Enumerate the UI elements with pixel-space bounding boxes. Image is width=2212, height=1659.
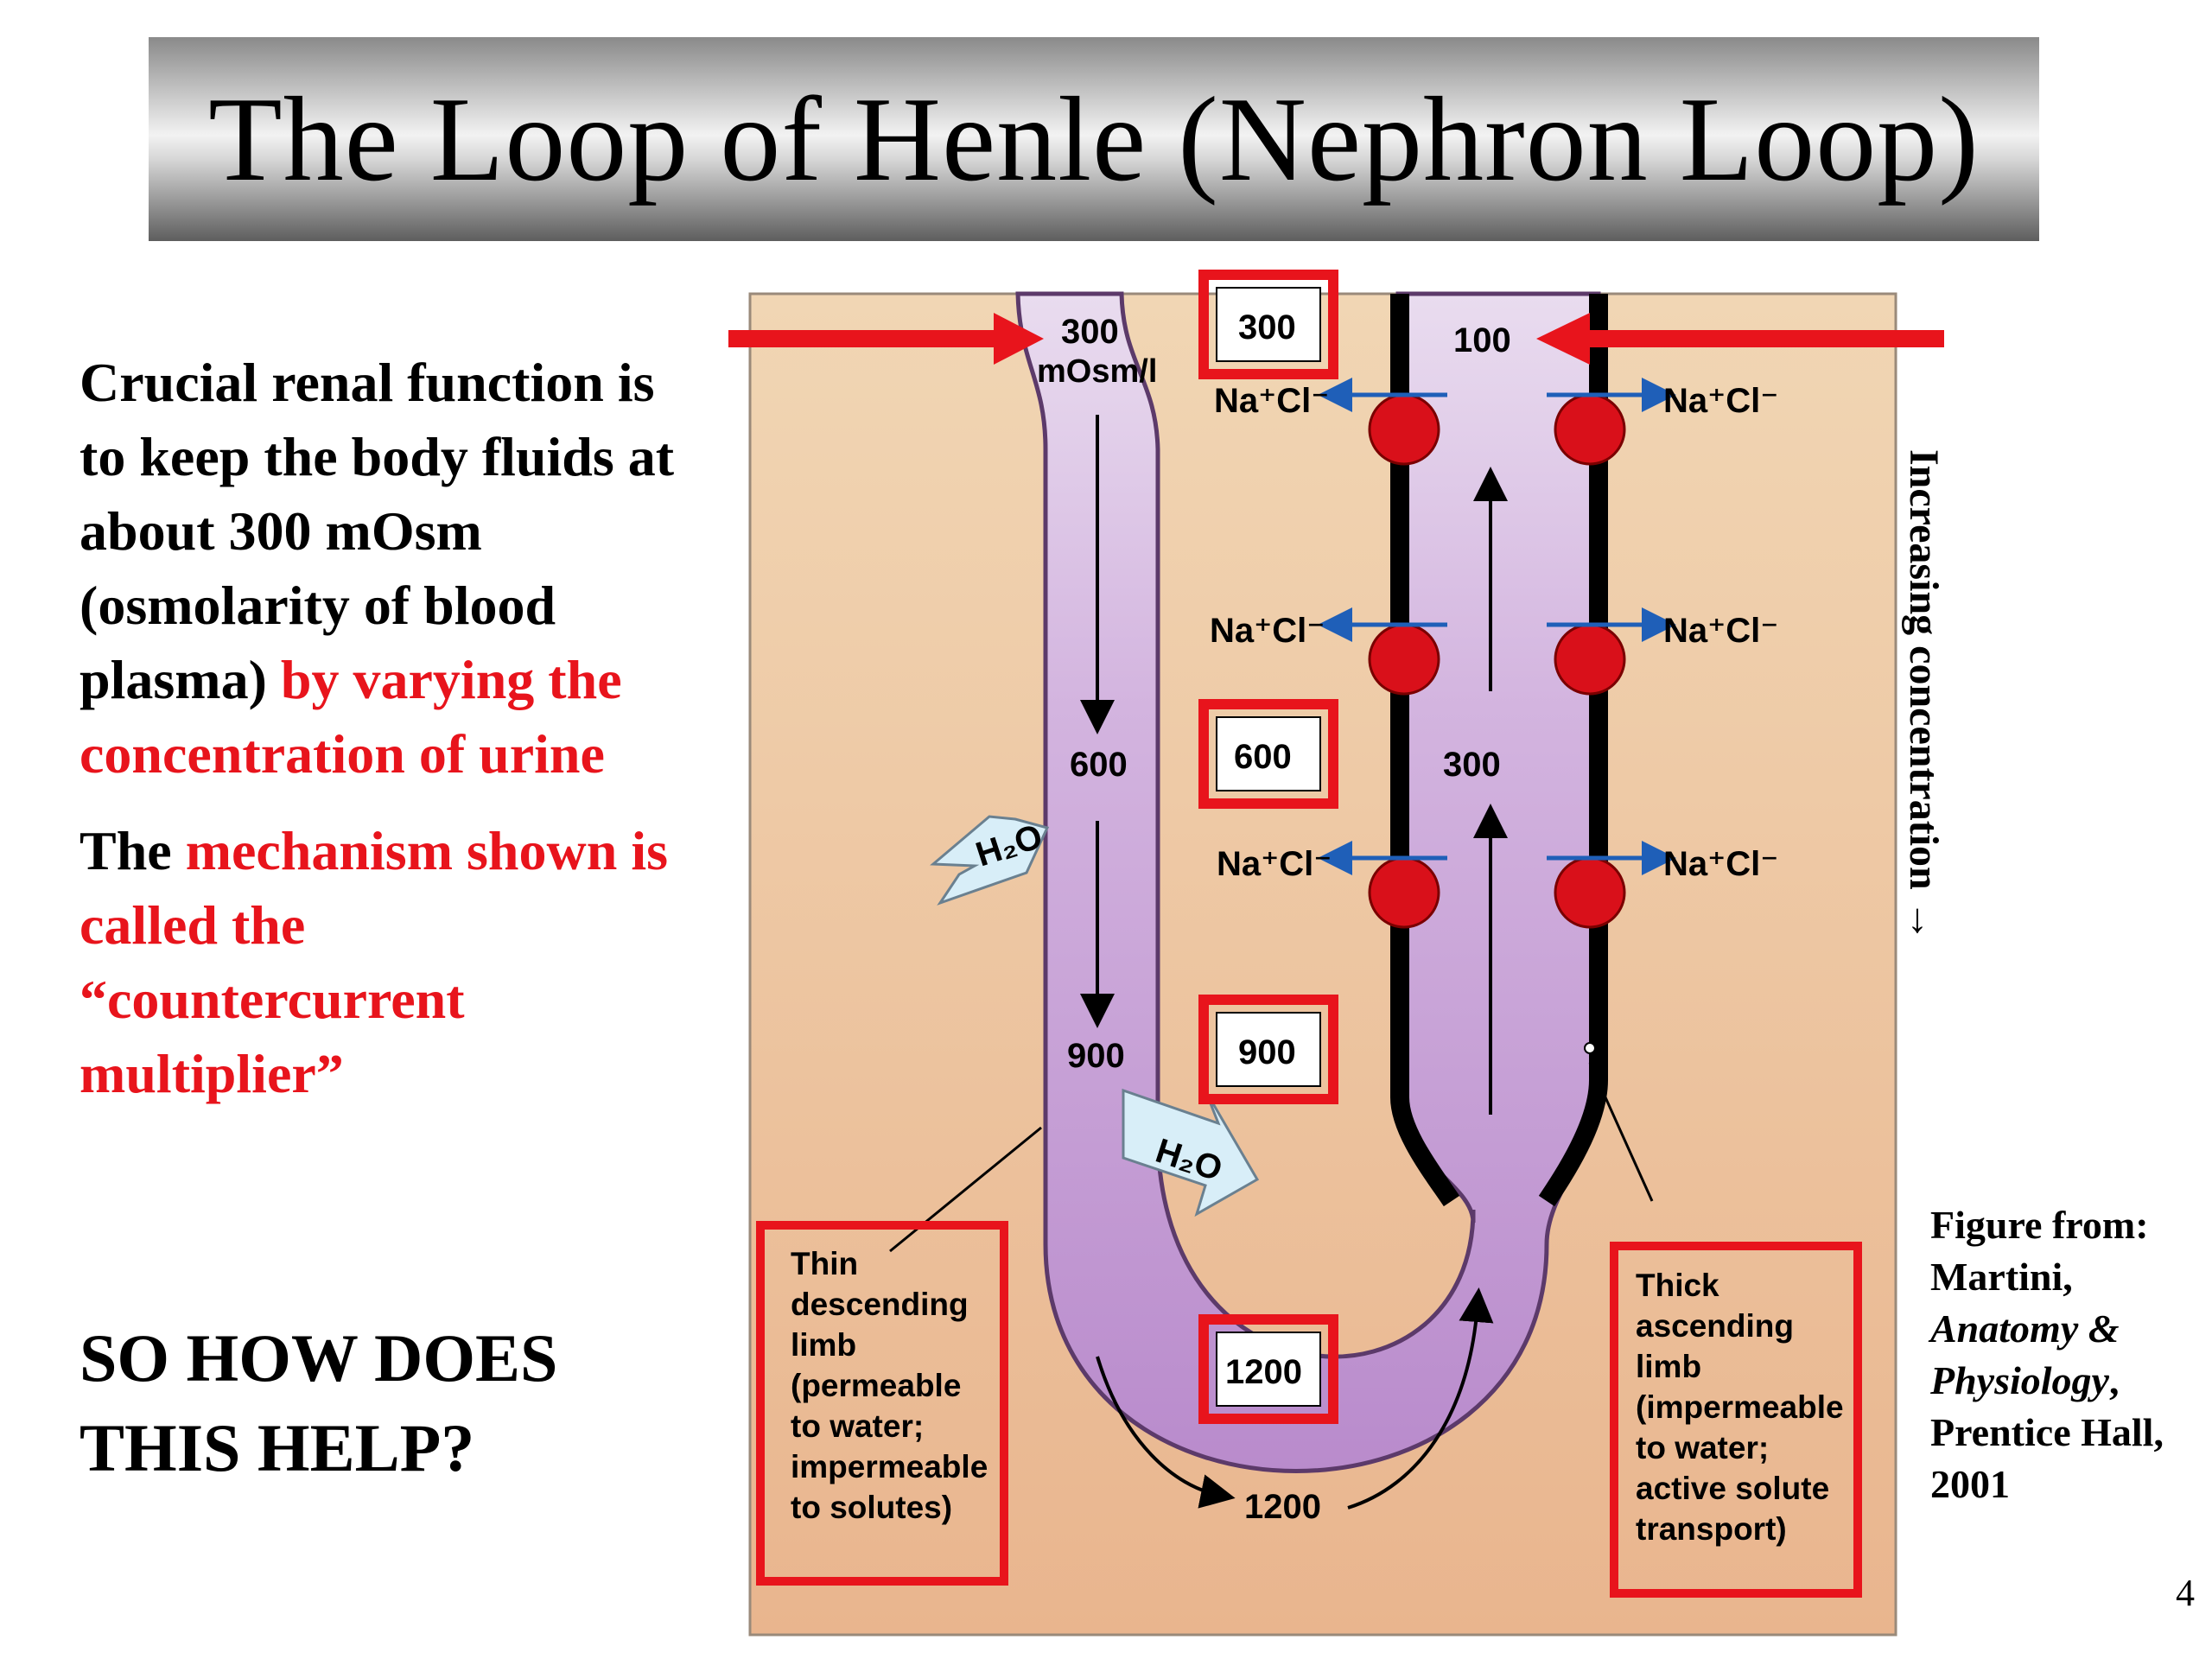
thin-limb-line-1: Thin bbox=[791, 1246, 858, 1281]
credit-line-1: Figure from: bbox=[1930, 1203, 2149, 1247]
increasing-concentration-label: Increasing concentration → bbox=[1894, 449, 1955, 1054]
ion-pump-row-3 bbox=[1318, 841, 1676, 929]
paragraph-mechanism: The mechanism shown is called the “count… bbox=[79, 814, 702, 1111]
credit-line-2: Martini, bbox=[1930, 1255, 2073, 1299]
figure-credit: Figure from: Martini, Anatomy & Physiolo… bbox=[1930, 1199, 2207, 1510]
credit-book-title: Anatomy & Physiology bbox=[1930, 1306, 2120, 1402]
pump-left-3 bbox=[1368, 856, 1440, 929]
bottom-flow-arrow-right bbox=[1347, 1287, 1494, 1510]
pump-right-1 bbox=[1554, 393, 1626, 466]
ion-pump-row-2 bbox=[1318, 607, 1676, 696]
thick-limb-box bbox=[1610, 1242, 1862, 1598]
thick-limb-line-4: (impermeable bbox=[1636, 1389, 1844, 1425]
inlet-unit-label: mOsm/l bbox=[1037, 353, 1157, 390]
ion-label-right-3: Na⁺Cl⁻ bbox=[1663, 845, 1778, 883]
ion-label-left-1: Na⁺Cl⁻ bbox=[1214, 382, 1329, 420]
bottom-value-1200: 1200 bbox=[1244, 1488, 1321, 1526]
inlet-value-label: 300 bbox=[1061, 313, 1119, 351]
page-number: 4 bbox=[2176, 1572, 2195, 1614]
thin-limb-label: Thin descending limb (permeable to water… bbox=[791, 1246, 988, 1525]
bottom-flow-arrow-left bbox=[1096, 1356, 1236, 1509]
pump-left-1 bbox=[1368, 393, 1440, 466]
interstitial-box-1200: 1200 bbox=[1198, 1314, 1338, 1424]
thin-limb-line-3: limb bbox=[791, 1327, 856, 1363]
thick-limb-outer-wall bbox=[1538, 294, 1608, 1207]
ion-pump-row-1 bbox=[1318, 378, 1676, 466]
renal-function-text: Crucial renal function is to keep the bo… bbox=[79, 352, 675, 710]
outlet-value-label: 100 bbox=[1453, 321, 1511, 359]
thick-limb-line-7: transport) bbox=[1636, 1511, 1787, 1547]
mechanism-prefix: The bbox=[79, 820, 172, 881]
interstitial-box-300: 300 bbox=[1198, 270, 1338, 379]
thin-limb-pointer bbox=[889, 1126, 1042, 1253]
thin-limb-line-4: (permeable bbox=[791, 1368, 961, 1403]
ion-label-right-2: Na⁺Cl⁻ bbox=[1663, 612, 1778, 650]
pump-right-3 bbox=[1554, 856, 1626, 929]
thin-limb-line-7: to solutes) bbox=[791, 1490, 952, 1525]
thin-limb-line-6: impermeable bbox=[791, 1449, 988, 1484]
interstitial-value-900: 900 bbox=[1238, 1033, 1296, 1071]
thick-limb-pointer bbox=[1588, 1062, 1654, 1202]
question-text: SO HOW DOES THIS HELP? bbox=[79, 1320, 558, 1485]
credit-year: 2001 bbox=[1930, 1462, 2010, 1506]
thick-limb-line-3: limb bbox=[1636, 1349, 1701, 1384]
credit-line-4: Prentice Hall, bbox=[1930, 1410, 2164, 1454]
interstitial-value-600: 600 bbox=[1234, 738, 1292, 776]
ascending-value-300: 300 bbox=[1443, 746, 1501, 784]
descending-value-600: 600 bbox=[1070, 746, 1128, 784]
thick-limb-label: Thick ascending limb (impermeable to wat… bbox=[1636, 1268, 1844, 1547]
thin-limb-box bbox=[756, 1221, 1008, 1586]
explanation-text: Crucial renal function is to keep the bo… bbox=[79, 346, 702, 1111]
interstitial-box-600: 600 bbox=[1198, 699, 1338, 809]
pump-left-2 bbox=[1368, 623, 1440, 696]
interstitial-box-900: 900 bbox=[1198, 995, 1338, 1104]
thick-limb-line-1: Thick bbox=[1636, 1268, 1719, 1303]
slide-title: The Loop of Henle (Nephron Loop) bbox=[208, 72, 1980, 207]
urine-concentration-text: by varying the concentration of urine bbox=[79, 649, 622, 785]
thick-limb-line-5: to water; bbox=[1636, 1430, 1769, 1465]
inlet-arrow bbox=[728, 313, 1044, 365]
ion-label-left-2: Na⁺Cl⁻ bbox=[1210, 612, 1325, 650]
paragraph-renal-function: Crucial renal function is to keep the bo… bbox=[79, 346, 702, 791]
thin-limb-line-2: descending bbox=[791, 1287, 969, 1322]
thick-limb-inner-wall bbox=[1390, 294, 1460, 1207]
thick-limb-line-6: active solute bbox=[1636, 1471, 1829, 1506]
outlet-arrow bbox=[1536, 313, 1944, 365]
interstitial-value-1200: 1200 bbox=[1225, 1353, 1302, 1391]
thick-limb-line-2: ascending bbox=[1636, 1308, 1794, 1344]
title-bar: The Loop of Henle (Nephron Loop) bbox=[149, 37, 2039, 241]
interstitial-value-300: 300 bbox=[1238, 308, 1296, 346]
ion-label-left-3: Na⁺Cl⁻ bbox=[1217, 845, 1332, 883]
thin-limb-line-5: to water; bbox=[791, 1408, 924, 1444]
countercurrent-multiplier-text: mechanism shown is called the “countercu… bbox=[79, 820, 668, 1104]
ion-label-right-1: Na⁺Cl⁻ bbox=[1663, 382, 1778, 420]
increasing-concentration-text: Increasing concentration → bbox=[1901, 449, 1947, 942]
descending-value-900: 900 bbox=[1067, 1037, 1125, 1075]
pump-right-2 bbox=[1554, 623, 1626, 696]
